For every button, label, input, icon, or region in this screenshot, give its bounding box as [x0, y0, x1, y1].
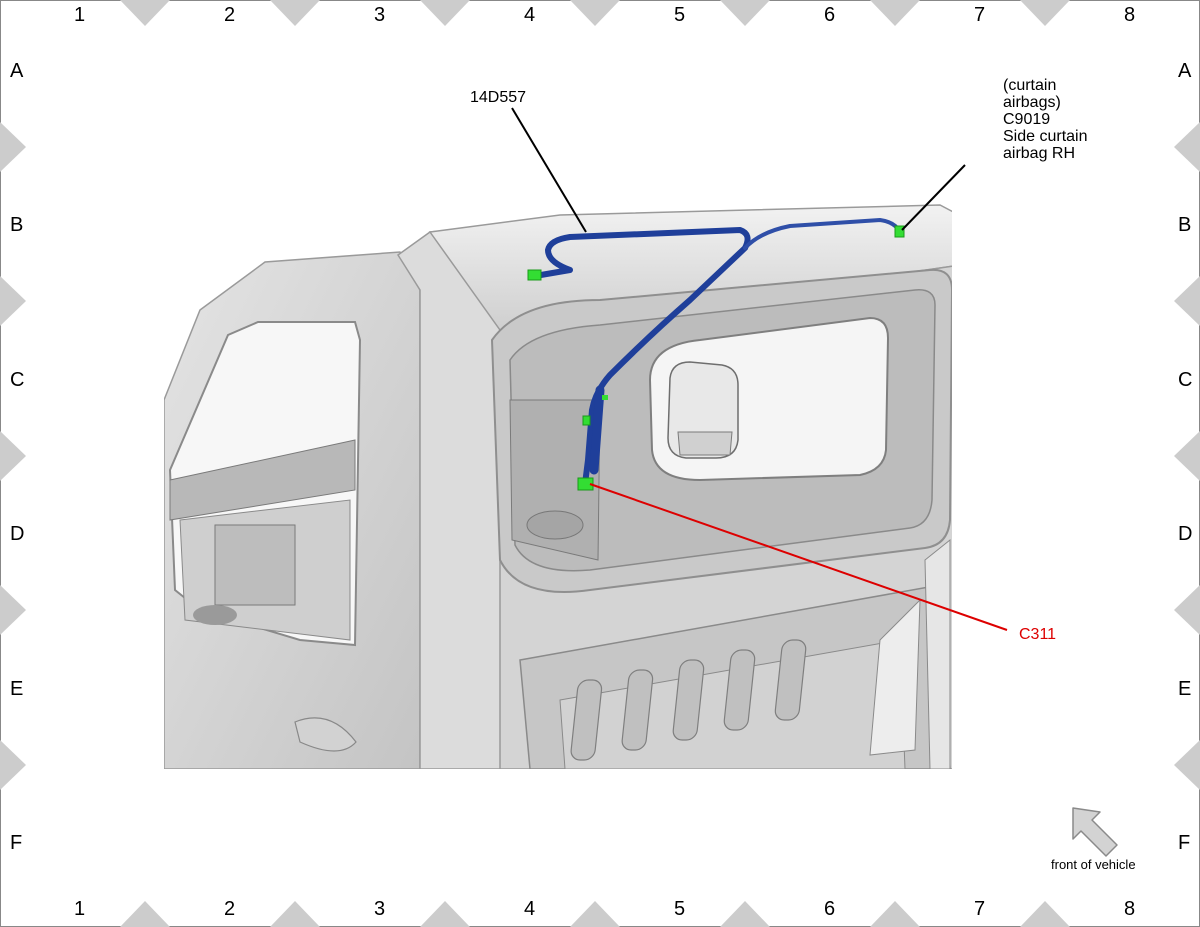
callout-curtain-line5: airbag RH: [1003, 145, 1076, 162]
grid-row-d-right: D: [1178, 523, 1193, 545]
connector-markers: [527, 225, 905, 491]
grid-col-3-top: 3: [374, 4, 386, 26]
front-of-vehicle-label: front of vehicle: [1051, 857, 1136, 872]
grid-col-7-top: 7: [974, 4, 986, 26]
grid-col-2-top: 2: [224, 4, 236, 26]
leader-line-14d557: [511, 107, 587, 233]
grid-col-5-bottom: 5: [674, 898, 686, 920]
callout-curtain-line4: Side curtain: [1003, 128, 1088, 145]
callout-harness-14d557: 14D557: [470, 89, 527, 106]
grid-col-3-bottom: 3: [374, 898, 386, 920]
grid-row-e-right: E: [1178, 678, 1192, 700]
grid-col-8-bottom: 8: [1124, 898, 1136, 920]
callout-curtain-line1: (curtain: [1003, 77, 1057, 94]
arrow-up-left-icon: [1072, 807, 1118, 857]
grid-row-b-right: B: [1178, 214, 1192, 236]
grid-col-5-top: 5: [674, 4, 686, 26]
grid-row-f-right: F: [1178, 832, 1191, 854]
grid-col-4-bottom: 4: [524, 898, 536, 920]
grid-col-8-top: 8: [1124, 4, 1136, 26]
callout-curtain-line3: C9019: [1003, 111, 1051, 128]
grid-row-a-right: A: [1178, 60, 1192, 82]
grid-row-a-left: A: [10, 60, 24, 82]
connector-harness-end: [527, 269, 542, 281]
grid-col-6-top: 6: [824, 4, 836, 26]
grid-col-6-bottom: 6: [824, 898, 836, 920]
grid-col-1-bottom: 1: [74, 898, 86, 920]
connector-c9019: [894, 225, 905, 238]
grid-col-7-bottom: 7: [974, 898, 986, 920]
callout-curtain-line2: airbags): [1003, 94, 1061, 111]
grid-row-f-left: F: [10, 832, 23, 854]
grid-row-c-left: C: [10, 369, 25, 391]
grid-row-d-left: D: [10, 523, 25, 545]
grid-col-2-bottom: 2: [224, 898, 236, 920]
leader-line-c311: [589, 483, 1008, 631]
grid-row-e-left: E: [10, 678, 24, 700]
grid-row-c-right: C: [1178, 369, 1193, 391]
callout-connector-c311: C311: [1019, 626, 1057, 643]
connector-small: [602, 395, 608, 400]
grid-col-4-top: 4: [524, 4, 536, 26]
grid-col-1-top: 1: [74, 4, 86, 26]
callout-curtain-airbag: (curtain airbags) C9019 Side curtain air…: [1003, 77, 1088, 162]
grid-row-b-left: B: [10, 214, 24, 236]
cab-body: [164, 204, 952, 769]
leader-line-c9019: [901, 164, 966, 231]
connector-inline: [582, 415, 591, 426]
